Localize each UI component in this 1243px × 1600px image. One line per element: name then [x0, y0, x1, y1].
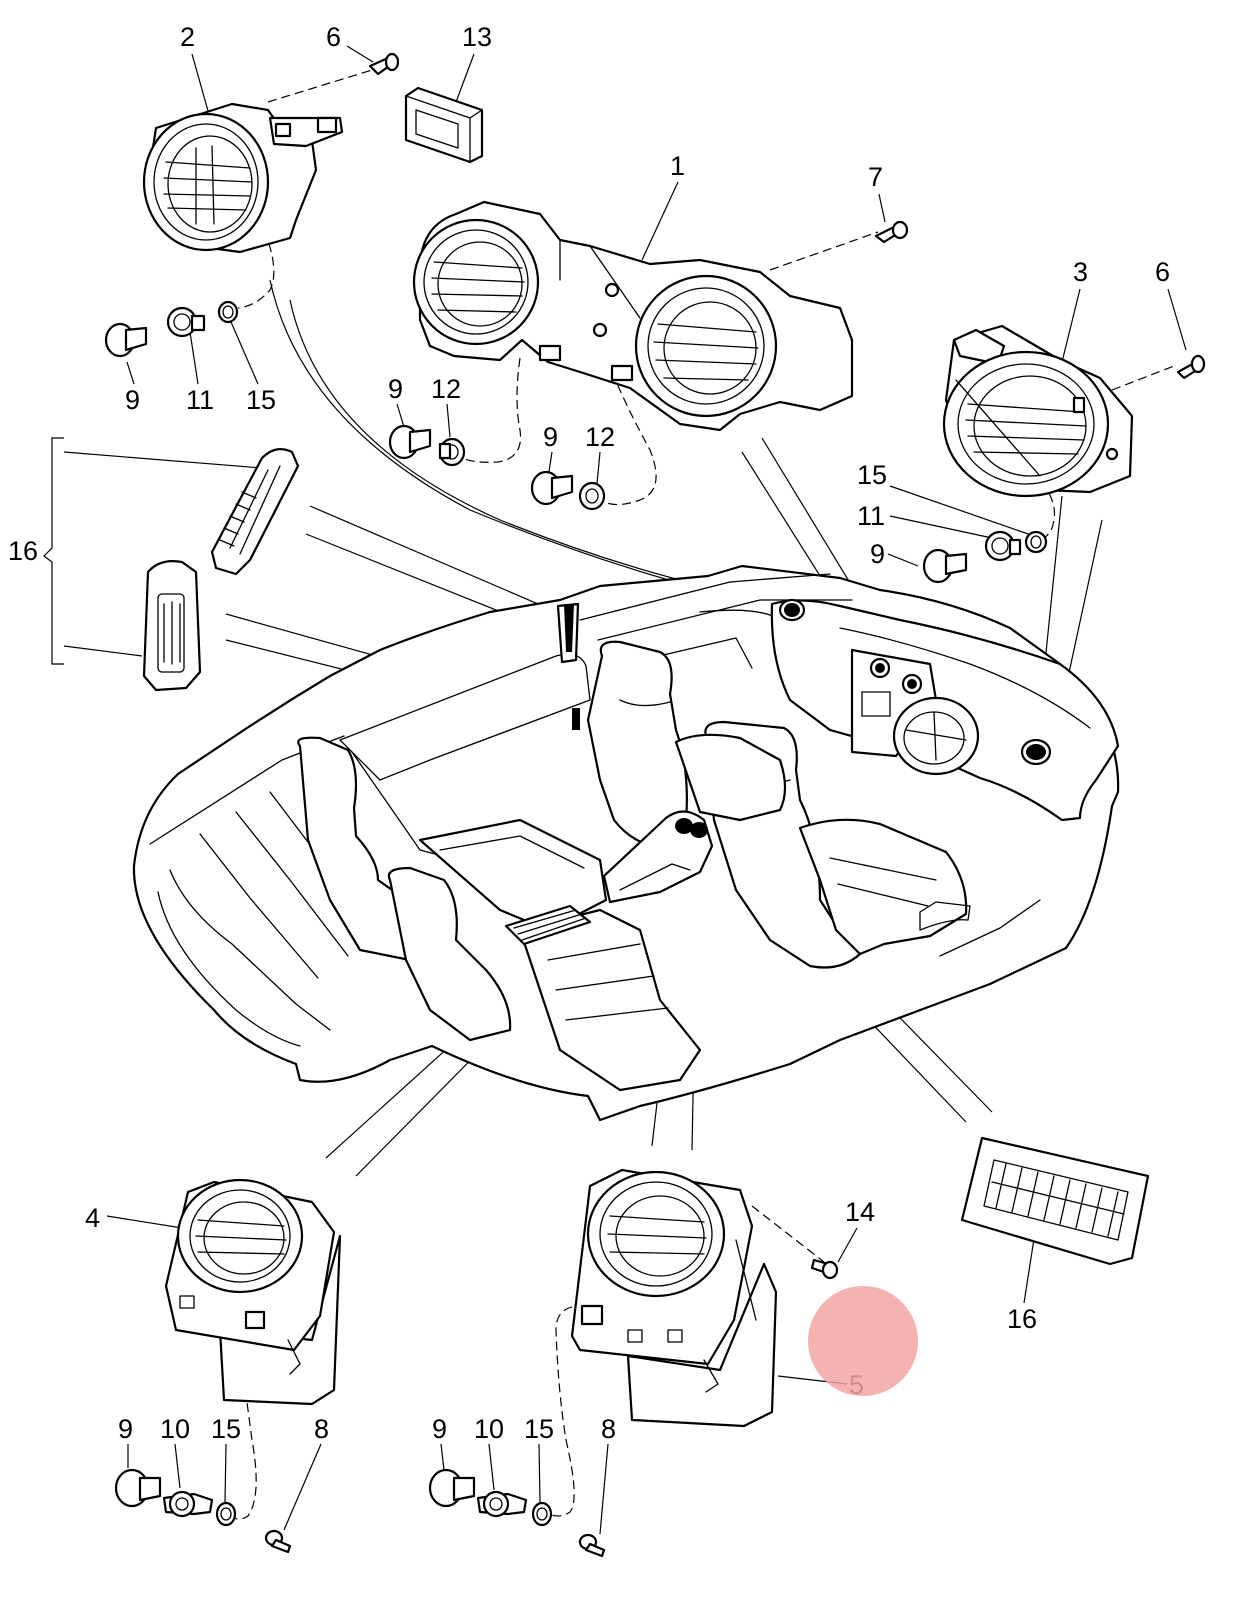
callout-7: 7	[868, 162, 883, 192]
callout-9-bottom-left: 9	[118, 1414, 133, 1444]
callout-15-bottom-right: 15	[524, 1414, 554, 1444]
callout-15-left: 15	[246, 385, 276, 415]
callout-3: 3	[1073, 257, 1088, 287]
callout-8-bottom-left: 8	[314, 1414, 329, 1444]
callout-12-a: 12	[431, 374, 461, 404]
fasteners-right	[922, 530, 1048, 584]
part-16-pillar-trim-vents	[142, 447, 300, 692]
callout-11-left: 11	[186, 385, 214, 415]
callout-8-bottom-right: 8	[601, 1414, 616, 1444]
part-3-right-dash-vent	[942, 324, 1134, 498]
part-14-screw	[810, 1258, 839, 1280]
leader-lines	[43, 45, 1187, 1535]
part-7-screw	[874, 220, 909, 244]
part-13-clip-block	[404, 86, 484, 164]
callout-9-bottom-right: 9	[432, 1414, 447, 1444]
callout-10-bottom-left: 10	[160, 1414, 190, 1444]
callout-9-left: 9	[125, 385, 140, 415]
part-4-rear-left-vent	[164, 1178, 342, 1406]
part-1-center-twin-vent	[412, 200, 854, 432]
callout-2: 2	[180, 22, 195, 52]
callout-6-top: 6	[326, 22, 341, 52]
callout-4: 4	[85, 1203, 100, 1233]
fasteners-upper-left	[104, 300, 239, 358]
callout-15-right: 15	[857, 460, 887, 490]
callout-16-left: 16	[8, 536, 38, 566]
fasteners-bottom-right	[428, 1468, 606, 1558]
callout-14: 14	[845, 1197, 875, 1227]
part-6-screw-top	[368, 52, 400, 76]
callout-1: 1	[670, 151, 685, 181]
callout-5: 5	[849, 1370, 864, 1400]
part-5-rear-right-vent	[570, 1168, 778, 1428]
callout-labels: 2 6 13 1 7 3 6 9 11 15 9 12 9 12 15 11 9…	[8, 22, 1170, 1444]
callout-9-right: 9	[870, 539, 885, 569]
fasteners-center	[388, 424, 606, 511]
callout-9-center-b: 9	[543, 422, 558, 452]
callout-11-right: 11	[857, 501, 885, 531]
callout-6-right: 6	[1155, 257, 1170, 287]
part-6-screw-right	[1176, 354, 1206, 380]
car-cabin	[132, 564, 1120, 1122]
callout-12-b: 12	[585, 422, 615, 452]
callout-9-center-a: 9	[388, 374, 403, 404]
callout-10-bottom-right: 10	[474, 1414, 504, 1444]
callout-15-bottom-left: 15	[211, 1414, 241, 1444]
callout-16-right: 16	[1007, 1304, 1037, 1334]
callout-13: 13	[462, 22, 492, 52]
part-2-left-dash-vent	[142, 102, 344, 254]
fasteners-bottom-left	[114, 1468, 292, 1554]
part-16-rear-grille	[960, 1136, 1150, 1266]
